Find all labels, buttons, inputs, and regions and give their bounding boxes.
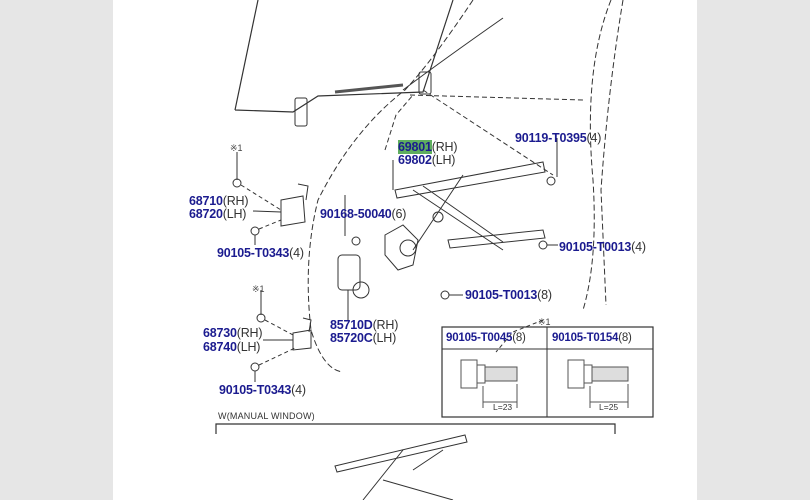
- label-window-regulator-lh[interactable]: 69802(LH): [398, 153, 456, 167]
- note-mark: ※1: [538, 317, 551, 327]
- label-nut[interactable]: 90168-50040(6): [320, 207, 407, 221]
- table-header-bolt-2[interactable]: 90105-T0154(8): [552, 332, 632, 344]
- bolt-2-length: L=25: [599, 402, 619, 412]
- label-regulator-bolt-right[interactable]: 90105-T0013(4): [559, 240, 646, 254]
- label-upper-hinge-rh[interactable]: 68710(RH): [189, 194, 249, 208]
- label-upper-hinge-lh[interactable]: 68720(LH): [189, 207, 247, 221]
- label-motor-lh[interactable]: 85720C(LH): [330, 331, 397, 345]
- label-regulator-bolt-lower[interactable]: 90105-T0013(8): [465, 288, 552, 302]
- label-motor-rh[interactable]: 85710D(RH): [330, 318, 399, 332]
- parts-diagram-sheet: 69801(RH) 69802(LH) 90119-T0395(4) 68710…: [113, 0, 697, 500]
- label-bolt-top[interactable]: 90119-T0395(4): [515, 131, 602, 145]
- label-lower-hinge-lh[interactable]: 68740(LH): [203, 340, 261, 354]
- label-window-regulator-rh[interactable]: 69801(RH): [398, 140, 458, 154]
- door-assembly-drawing: [215, 0, 654, 500]
- label-hinge-bolt-lower[interactable]: 90105-T0343(4): [219, 383, 306, 397]
- label-lower-hinge-rh[interactable]: 68730(RH): [203, 326, 263, 340]
- note-mark: ※1: [230, 143, 243, 153]
- label-hinge-bolt-upper[interactable]: 90105-T0343(4): [217, 246, 304, 260]
- section-caption-manual-window: W(MANUAL WINDOW): [218, 411, 315, 421]
- note-mark: ※1: [252, 284, 265, 294]
- table-header-bolt-1[interactable]: 90105-T0045(8): [446, 332, 526, 344]
- bolt-1-length: L=23: [493, 402, 513, 412]
